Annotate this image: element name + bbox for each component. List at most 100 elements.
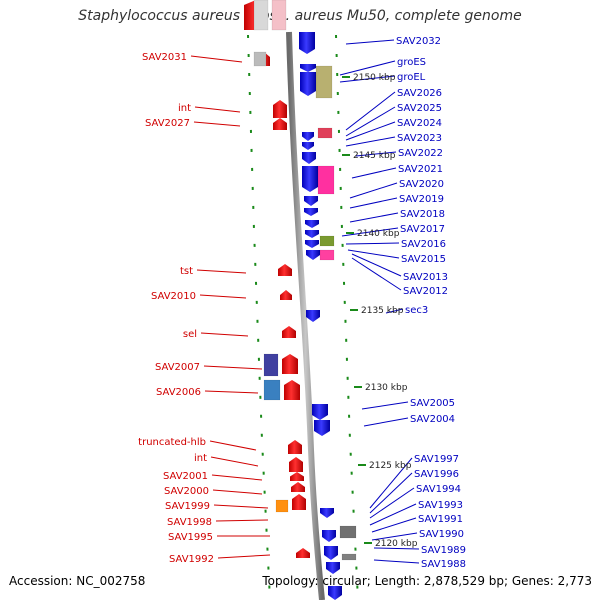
right-gene-label[interactable]: SAV2025: [397, 103, 442, 114]
gene-arrow-down[interactable]: [304, 208, 318, 216]
left-gene-label[interactable]: SAV1992: [169, 554, 214, 565]
right-gene-label[interactable]: SAV2021: [398, 164, 443, 175]
kbp-label: 2150 kbp: [353, 73, 396, 83]
gene-arrow-down[interactable]: [324, 546, 338, 560]
left-gene-label[interactable]: SAV2001: [163, 471, 208, 482]
gene-arrow-down[interactable]: [302, 166, 318, 192]
gene-box[interactable]: [315, 65, 333, 99]
left-gene-label[interactable]: SAV2007: [155, 362, 200, 373]
gene-arrow-down[interactable]: [300, 64, 316, 72]
gene-box[interactable]: [253, 51, 267, 67]
right-gene-label[interactable]: SAV2023: [397, 133, 442, 144]
right-gene-label[interactable]: SAV2004: [410, 414, 455, 425]
gene-box[interactable]: [319, 235, 335, 247]
gene-arrow-down[interactable]: [302, 132, 314, 141]
right-gene-label[interactable]: SAV2016: [401, 239, 446, 250]
gene-arrow-up[interactable]: [282, 354, 298, 374]
left-gene-label[interactable]: SAV1998: [167, 517, 212, 528]
right-leader-line: [373, 559, 420, 564]
left-gene-label[interactable]: SAV2027: [145, 118, 190, 129]
right-gene-label[interactable]: SAV1997: [414, 454, 459, 465]
right-gene-label[interactable]: SAV1994: [416, 484, 461, 495]
gene-arrow-down[interactable]: [320, 508, 334, 518]
right-gene-label[interactable]: SAV1989: [421, 545, 466, 556]
left-leader-line: [215, 519, 269, 522]
left-gene-label[interactable]: SAV1999: [165, 501, 210, 512]
right-gene-label[interactable]: sec3: [405, 305, 428, 316]
gene-arrow-up[interactable]: [273, 118, 287, 130]
gene-arrow-up[interactable]: [296, 548, 310, 558]
gene-arrow-down[interactable]: [322, 530, 336, 542]
gene-arrow-up[interactable]: [282, 326, 296, 338]
right-gene-label[interactable]: SAV2032: [396, 36, 441, 47]
gene-box[interactable]: [317, 127, 333, 139]
right-gene-label[interactable]: SAV1990: [419, 529, 464, 540]
gene-box[interactable]: [341, 553, 357, 561]
gene-arrow-up[interactable]: [288, 440, 302, 454]
gene-box[interactable]: [263, 379, 281, 401]
left-leader-line: [199, 294, 247, 299]
gene-box[interactable]: [339, 525, 357, 539]
right-gene-label[interactable]: SAV2024: [397, 118, 442, 129]
left-leader-line: [193, 121, 241, 127]
gene-box[interactable]: [275, 499, 289, 513]
right-leader-line: [373, 547, 420, 550]
gene-arrow-down[interactable]: [305, 230, 319, 238]
gene-arrow-down[interactable]: [328, 586, 342, 600]
left-gene-label[interactable]: int: [194, 453, 207, 464]
gene-arrow-down[interactable]: [299, 32, 315, 54]
right-leader-line: [345, 106, 396, 137]
right-gene-label[interactable]: groES: [397, 57, 426, 68]
gene-arrow-up[interactable]: [278, 264, 292, 276]
gene-arrow-up[interactable]: [273, 100, 287, 118]
left-gene-label[interactable]: tst: [180, 266, 193, 277]
right-gene-label[interactable]: SAV2018: [400, 209, 445, 220]
left-gene-label[interactable]: SAV2010: [151, 291, 196, 302]
gene-box[interactable]: [271, 0, 287, 31]
gene-arrow-down[interactable]: [314, 420, 330, 436]
gene-box[interactable]: [263, 353, 279, 377]
right-gene-label[interactable]: SAV2013: [403, 272, 448, 283]
left-leader-line: [203, 365, 263, 370]
left-gene-label[interactable]: SAV1995: [168, 532, 213, 543]
gene-arrow-down[interactable]: [306, 310, 320, 322]
gene-arrow-up[interactable]: [290, 472, 304, 481]
left-gene-label[interactable]: sel: [183, 329, 197, 340]
gene-box[interactable]: [319, 249, 335, 261]
right-gene-label[interactable]: SAV2012: [403, 286, 448, 297]
right-gene-label[interactable]: SAV2022: [398, 148, 443, 159]
left-gene-label[interactable]: int: [178, 103, 191, 114]
gene-arrow-up[interactable]: [292, 494, 306, 510]
gene-arrow-up[interactable]: [289, 457, 303, 472]
right-gene-label[interactable]: SAV1988: [421, 559, 466, 570]
gene-box[interactable]: [317, 165, 335, 195]
left-gene-label[interactable]: SAV2000: [164, 486, 209, 497]
gene-arrow-down[interactable]: [302, 142, 314, 150]
gene-arrow-down[interactable]: [305, 220, 319, 228]
gene-arrow-down[interactable]: [326, 562, 340, 574]
right-gene-label[interactable]: SAV2017: [400, 224, 445, 235]
gene-arrow-down[interactable]: [304, 196, 318, 206]
left-gene-label[interactable]: SAV2006: [156, 387, 201, 398]
right-gene-label[interactable]: SAV1996: [414, 469, 459, 480]
gene-arrow-down[interactable]: [302, 152, 316, 164]
gene-arrow-up[interactable]: [291, 482, 305, 492]
gene-arrow-down[interactable]: [300, 72, 316, 96]
gene-arrow-down[interactable]: [305, 240, 319, 248]
left-gene-label[interactable]: truncated-hlb: [138, 437, 206, 448]
gene-arrow-up[interactable]: [284, 380, 300, 400]
right-gene-label[interactable]: SAV2020: [399, 179, 444, 190]
gene-box[interactable]: [253, 0, 269, 31]
right-gene-label[interactable]: SAV1991: [418, 514, 463, 525]
right-gene-label[interactable]: SAV2015: [401, 254, 446, 265]
gene-arrow-down[interactable]: [312, 404, 328, 420]
gene-arrow-down[interactable]: [306, 250, 320, 260]
gene-arrow-up[interactable]: [280, 290, 292, 300]
left-gene-label[interactable]: SAV2031: [142, 52, 187, 63]
right-gene-label[interactable]: SAV2026: [397, 88, 442, 99]
kbp-label: 2145 kbp: [353, 151, 396, 161]
right-gene-label[interactable]: groEL: [397, 72, 426, 83]
right-gene-label[interactable]: SAV1993: [418, 500, 463, 511]
right-gene-label[interactable]: SAV2019: [399, 194, 444, 205]
right-gene-label[interactable]: SAV2005: [410, 398, 455, 409]
